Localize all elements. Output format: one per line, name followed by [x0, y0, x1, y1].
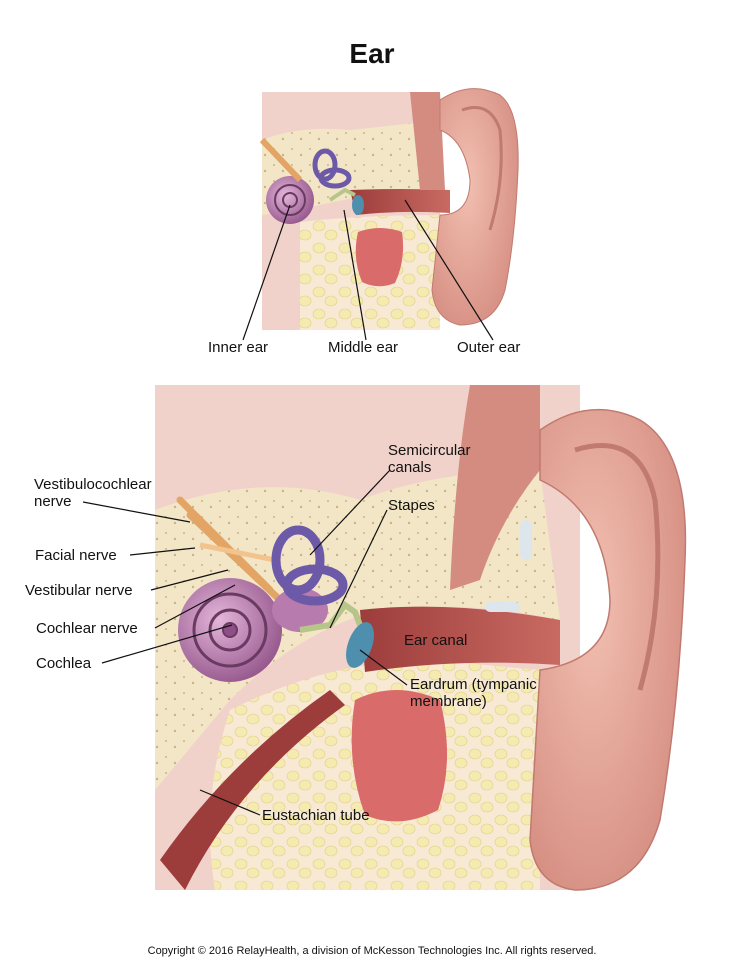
label-eustachian-tube: Eustachian tube [262, 807, 370, 824]
label-vestibulocochlear-nerve: Vestibulocochlear nerve [34, 476, 152, 510]
label-eardrum: Eardrum (tympanic membrane) [410, 676, 537, 710]
label-stapes: Stapes [388, 497, 435, 514]
label-middle-ear: Middle ear [328, 339, 399, 356]
label-ear-canal: Ear canal [404, 632, 468, 649]
copyright-notice: Copyright © 2016 RelayHealth, a division… [147, 945, 597, 957]
label-facial-nerve: Facial nerve [35, 547, 117, 564]
page-title: Ear [349, 38, 395, 69]
label-cochlear-nerve: Cochlear nerve [36, 620, 138, 637]
label-vestibular-nerve: Vestibular nerve [25, 582, 133, 599]
label-cochlea: Cochlea [36, 655, 92, 672]
label-inner-ear: Inner ear [208, 339, 269, 356]
label-semicircular-canals: Semicircular canals [388, 442, 471, 476]
small-ear-diagram [242, 88, 519, 341]
large-ear-diagram [82, 385, 687, 891]
label-outer-ear: Outer ear [457, 339, 521, 356]
